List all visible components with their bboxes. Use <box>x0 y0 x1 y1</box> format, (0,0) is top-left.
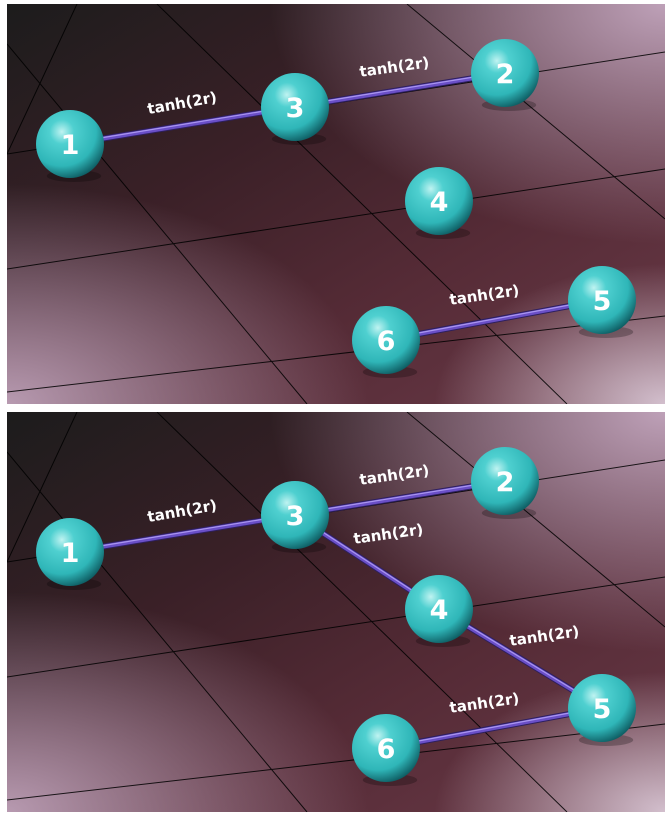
grid-line <box>7 315 665 393</box>
node-label: 1 <box>61 538 80 569</box>
grid-plane <box>7 4 665 404</box>
panel-bottom: tanh(2r)tanh(2r)tanh(2r)tanh(2r)tanh(2r)… <box>7 412 665 812</box>
node-1: 1 <box>36 110 104 182</box>
grid-line <box>156 4 568 404</box>
grid-line <box>7 4 78 155</box>
node-label: 5 <box>593 286 612 317</box>
sphere-node-icon <box>36 110 104 178</box>
sphere-node-icon <box>405 167 473 235</box>
nodes: 1 2 3 4 5 6 <box>36 447 636 786</box>
node-label: 3 <box>286 93 305 124</box>
sphere-node-icon <box>36 518 104 586</box>
sphere-node-icon <box>405 575 473 643</box>
grid-line <box>7 412 78 563</box>
sphere-node-icon <box>352 714 420 782</box>
node-4: 4 <box>405 167 473 239</box>
node-label: 2 <box>496 59 515 90</box>
sphere-node-icon <box>261 73 329 141</box>
node-2: 2 <box>471 39 539 111</box>
node-label: 4 <box>430 187 449 218</box>
sphere-node-icon <box>471 39 539 107</box>
sphere-node-icon <box>261 481 329 549</box>
node-label: 2 <box>496 467 515 498</box>
node-label: 4 <box>430 595 449 626</box>
sphere-node-icon <box>568 674 636 742</box>
grid-line <box>7 168 665 270</box>
graph-canvas-bottom: tanh(2r)tanh(2r)tanh(2r)tanh(2r)tanh(2r)… <box>7 412 665 812</box>
sphere-node-icon <box>352 306 420 374</box>
grid-plane <box>7 412 665 812</box>
grid-line <box>7 451 308 812</box>
node-6: 6 <box>352 306 420 378</box>
node-label: 3 <box>286 501 305 532</box>
node-5: 5 <box>568 266 636 338</box>
node-4: 4 <box>405 575 473 647</box>
node-3: 3 <box>261 73 329 145</box>
node-2: 2 <box>471 447 539 519</box>
node-label: 1 <box>61 130 80 161</box>
node-label: 6 <box>377 326 396 357</box>
edge-6-5: tanh(2r) <box>383 281 605 343</box>
node-3: 3 <box>261 481 329 553</box>
grid-line <box>406 4 665 220</box>
sphere-node-icon <box>568 266 636 334</box>
grid-line <box>156 412 568 812</box>
grid-line <box>7 723 665 801</box>
node-label: 5 <box>593 694 612 725</box>
grid-line <box>406 412 665 628</box>
grid-line <box>7 576 665 678</box>
node-5: 5 <box>568 674 636 746</box>
node-label: 6 <box>377 734 396 765</box>
nodes: 1 2 3 4 5 6 <box>36 39 636 378</box>
node-6: 6 <box>352 714 420 786</box>
grid-lines <box>7 4 665 404</box>
grid-line <box>7 43 308 404</box>
sphere-node-icon <box>471 447 539 515</box>
node-1: 1 <box>36 518 104 590</box>
